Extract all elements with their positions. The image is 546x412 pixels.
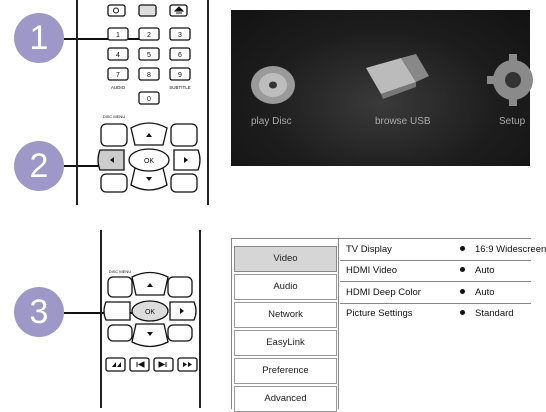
usb-icon [366,54,429,99]
tab-advanced[interactable]: Advanced [234,386,337,412]
step-2-pointer [64,165,112,167]
option-hdmi-video[interactable]: HDMI Video [346,265,398,276]
remote-control-nav: DISC MENU OK [103,269,198,372]
gear-icon [487,54,533,106]
tab-easylink[interactable]: EasyLink [234,330,337,356]
svg-text:8: 8 [147,72,151,79]
svg-text:5: 5 [147,52,151,59]
svg-text:2: 2 [147,32,151,39]
tab-network[interactable]: Network [234,302,337,328]
remote-control-top: 1 2 3 4 5 6 7 8 9 0 AUDIO SUBTITLE DISC … [97,4,201,193]
step-3-badge: 3 [14,287,64,337]
home-menu-item-browse-usb[interactable]: browse USB [375,116,431,127]
svg-text:OK: OK [144,158,154,165]
option-hdmi-deep-color[interactable]: HDMI Deep Color [346,287,421,298]
step-2-badge: 2 [14,141,64,191]
setup-menu: Video Audio Network EasyLink Preference … [231,238,546,412]
value-tv-display: 16:9 Widescreen [460,244,546,255]
svg-text:7: 7 [116,72,120,79]
option-tv-display[interactable]: TV Display [346,244,392,255]
svg-text:6: 6 [178,52,182,59]
svg-text:3: 3 [178,32,182,39]
step-1-badge: 1 [14,13,64,63]
tab-video[interactable]: Video [234,246,337,272]
tab-preference[interactable]: Preference [234,358,337,384]
home-menu-item-setup[interactable]: Setup [499,116,526,127]
home-menu-item-play-disc[interactable]: play Disc [251,116,292,127]
home-menu-screen: play Disc browse USB Setup [231,10,533,166]
option-picture-settings[interactable]: Picture Settings [346,308,413,319]
svg-text:1: 1 [116,32,120,39]
value-hdmi-video: Auto [460,265,495,276]
svg-text:DISC MENU: DISC MENU [103,114,126,119]
svg-text:4: 4 [116,52,120,59]
svg-text:0: 0 [147,96,151,103]
value-hdmi-deep-color: Auto [460,287,495,298]
svg-text:OK: OK [145,309,155,316]
tab-audio[interactable]: Audio [234,274,337,300]
disc-icon [251,66,295,104]
svg-text:DISC MENU: DISC MENU [109,269,132,274]
setup-tabs: Video Audio Network EasyLink Preference … [232,239,339,412]
value-picture-settings: Standard [460,308,514,319]
svg-text:SUBTITLE: SUBTITLE [169,85,191,90]
svg-text:AUDIO: AUDIO [111,85,126,90]
svg-text:9: 9 [178,72,182,79]
